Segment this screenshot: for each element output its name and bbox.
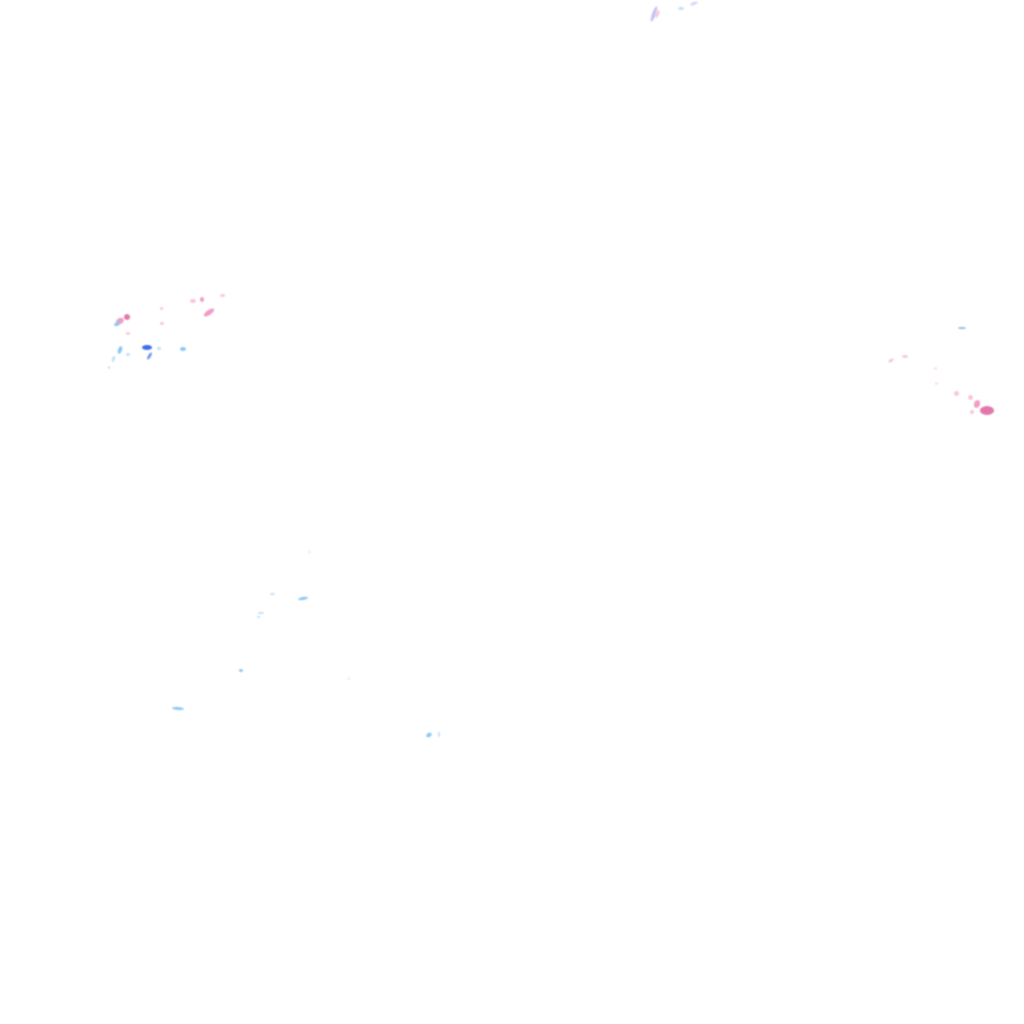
color-speck	[348, 677, 350, 680]
color-speck	[180, 347, 186, 351]
color-speck	[111, 355, 116, 363]
color-speck	[958, 327, 966, 329]
color-speck	[980, 406, 994, 415]
color-speck	[935, 382, 938, 385]
color-speck	[171, 706, 185, 711]
color-speck	[970, 410, 974, 414]
color-speck	[968, 395, 973, 400]
color-speck	[113, 320, 121, 328]
color-speck	[678, 7, 684, 10]
color-speck	[438, 732, 440, 737]
color-speck	[308, 551, 311, 553]
color-speck	[934, 367, 937, 370]
color-speck	[124, 314, 130, 320]
color-speck	[146, 351, 153, 361]
color-speck	[126, 332, 130, 335]
color-speck	[425, 731, 433, 739]
color-speck	[160, 307, 163, 310]
color-speck	[270, 593, 275, 595]
color-speck	[887, 357, 895, 364]
color-speck	[108, 366, 110, 369]
color-speck	[689, 0, 699, 7]
color-speck	[190, 299, 196, 303]
color-speck	[954, 391, 959, 396]
color-speck	[126, 353, 130, 356]
color-speck	[200, 297, 204, 302]
color-speck	[202, 307, 216, 318]
color-speck	[902, 355, 908, 358]
color-speck	[258, 612, 264, 614]
color-speck	[257, 616, 260, 618]
color-speck	[160, 322, 164, 325]
color-speck	[239, 669, 243, 672]
color-speck	[220, 294, 225, 297]
color-speck	[116, 345, 124, 355]
color-speck	[142, 345, 152, 350]
color-speck	[297, 596, 309, 601]
color-speck	[157, 347, 161, 350]
